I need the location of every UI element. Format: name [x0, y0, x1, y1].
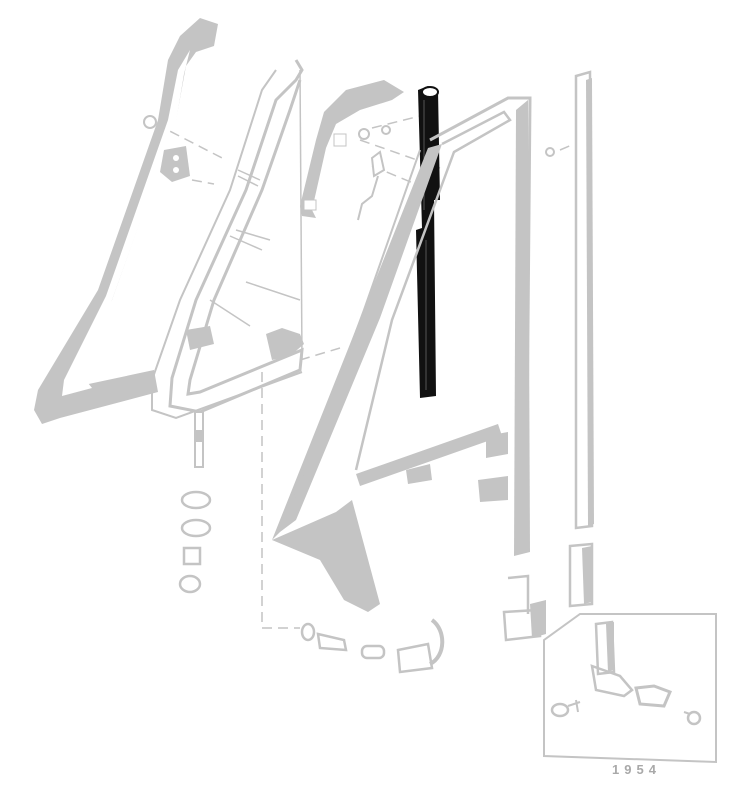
bracket-hardware: [357, 125, 391, 221]
lower-hardware-row: [300, 618, 445, 674]
vent-window-outer-frame: [34, 18, 218, 424]
washers-and-nut-stack: [178, 490, 212, 594]
pivot-shaft: [194, 411, 204, 468]
upper-pivot-bracket: [300, 80, 404, 218]
inset-year-label: 1954: [612, 762, 661, 777]
inset-1954-box: [543, 613, 717, 764]
lower-pivot-bracket: [502, 574, 546, 642]
door-window-frame: [272, 96, 532, 612]
hinge-bracket: [160, 146, 190, 182]
lower-channel-section: [568, 542, 594, 608]
rear-glass-run-channel: [545, 70, 594, 530]
